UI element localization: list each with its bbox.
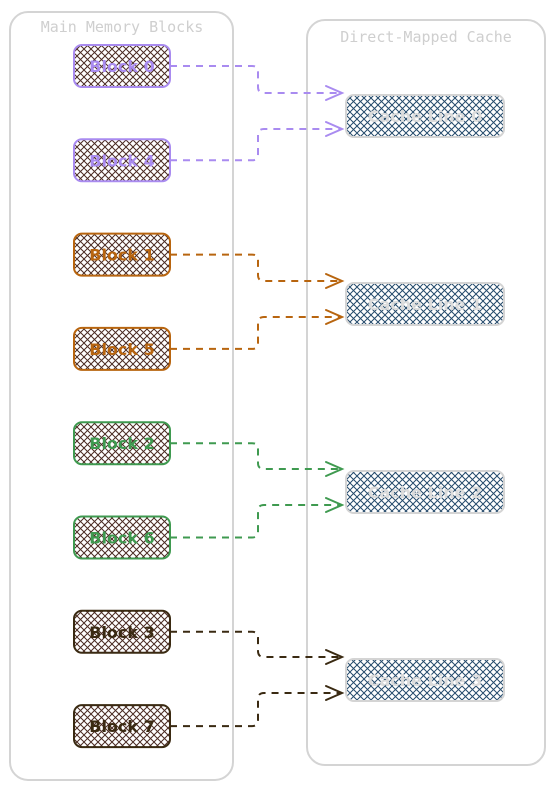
edge-arrowhead (325, 649, 345, 665)
mapping-edge (170, 692, 342, 728)
edges-layer (170, 65, 345, 728)
cache-line-box (345, 658, 505, 702)
memory-block-node: Block 2 (73, 421, 171, 466)
memory-block-node: Block 5 (73, 326, 171, 371)
mapping-edge (170, 442, 342, 470)
mapping-edge (170, 128, 342, 162)
cache-line-label: Cache Line 1 (368, 295, 482, 314)
cache-line-label: Cache Line 0 (368, 107, 482, 126)
cache-line-label: Cache Line 3 (368, 671, 482, 690)
memory-block-box (73, 515, 171, 560)
mapping-edge (170, 630, 342, 658)
memory-block-node: Block 3 (73, 609, 171, 654)
edge-arrowhead (325, 273, 345, 289)
edge-arrowhead (325, 121, 345, 137)
edge-arrowhead (325, 497, 345, 513)
mapping-edge (170, 65, 342, 94)
memory-block-label: Block 3 (89, 623, 155, 642)
memory-block-node: Block 6 (73, 515, 171, 560)
edge-arrowhead (325, 685, 345, 701)
mapping-edge (170, 253, 342, 282)
memory-block-label: Block 2 (89, 434, 155, 453)
memory-group-container (9, 11, 234, 781)
cache-line-label: Cache Line 2 (368, 483, 482, 502)
cache-line-node: Cache Line 0 (345, 94, 505, 138)
cache-line-box (345, 282, 505, 326)
memory-block-label: Block 7 (89, 717, 155, 736)
mapping-edge (170, 504, 342, 539)
memory-block-box (73, 44, 171, 88)
memory-block-node: Block 0 (73, 44, 171, 88)
cache-line-box (345, 470, 505, 514)
cache-lines-layer: Cache Line 0 Cache Line 1 Cache Line 2 Cach… (345, 94, 505, 702)
memory-block-box (73, 704, 171, 749)
cache-line-node: Cache Line 3 (345, 658, 505, 702)
edge-arrowhead (325, 85, 345, 101)
memory-block-box (73, 609, 171, 654)
memory-group-title: Main Memory Blocks (41, 18, 204, 36)
memory-block-box (73, 326, 171, 371)
memory-block-box (73, 421, 171, 466)
memory-block-node: Block 1 (73, 232, 171, 277)
cache-line-node: Cache Line 1 (345, 282, 505, 326)
cache-line-box (345, 94, 505, 138)
edge-arrowhead (325, 461, 345, 477)
cache-group-container (306, 19, 546, 766)
mapping-edge (170, 316, 342, 350)
memory-block-node: Block 4 (73, 138, 171, 183)
cache-line-node: Cache Line 2 (345, 470, 505, 514)
memory-block-box (73, 138, 171, 183)
memory-block-label: Block 1 (89, 246, 155, 265)
memory-block-label: Block 4 (89, 151, 155, 170)
memory-block-node: Block 7 (73, 704, 171, 749)
cache-group-title: Direct-Mapped Cache (340, 28, 512, 46)
memory-block-label: Block 0 (89, 57, 155, 76)
memory-blocks-layer: Block 0 Block 4 Block 1 Block 5 Block 2 Block… (73, 44, 171, 749)
memory-block-label: Block 6 (89, 529, 155, 548)
edge-arrowhead (325, 309, 345, 325)
memory-block-box (73, 232, 171, 277)
memory-block-label: Block 5 (89, 340, 155, 359)
